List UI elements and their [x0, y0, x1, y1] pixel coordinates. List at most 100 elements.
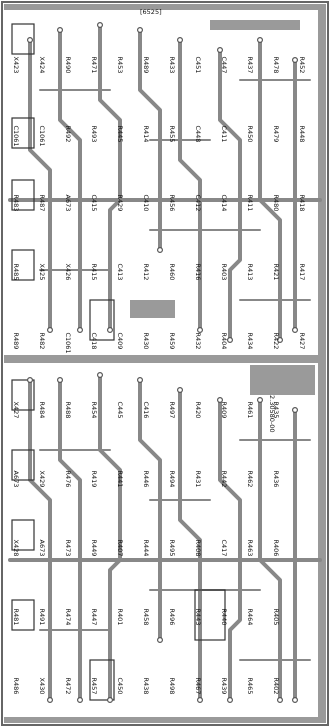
- component-ref-label: R433: [168, 57, 176, 74]
- component-ref-label: R472: [64, 678, 72, 695]
- component-ref-label: C447: [220, 57, 228, 74]
- component-ref-label: C415: [90, 195, 98, 212]
- component-ref-label: R421: [272, 264, 280, 281]
- component-ref-label: R431: [194, 471, 202, 488]
- component-ref-label: C413: [116, 264, 124, 281]
- component-ref-label: R412: [142, 264, 150, 281]
- component-ref-label: R415: [90, 264, 98, 281]
- component-ref-label: R442: [220, 471, 228, 488]
- component-ref-label: R488: [64, 402, 72, 419]
- component-ref-label: R452: [298, 57, 306, 74]
- component-ref-label: R435: [272, 402, 280, 419]
- component-ref-label: C411: [220, 126, 228, 143]
- component-ref-label: R405: [272, 609, 280, 626]
- component-ref-label: R436: [272, 471, 280, 488]
- component-ref-label: R401: [116, 609, 124, 626]
- component-ref-label: R459: [168, 333, 176, 350]
- component-ref-label: R481: [12, 609, 20, 626]
- component-ref-label: C416: [142, 402, 150, 419]
- component-ref-label: R450: [246, 126, 254, 143]
- component-ref-label: R486: [12, 678, 20, 695]
- component-ref-label: C412: [194, 195, 202, 212]
- component-ref-label: R414: [142, 126, 150, 143]
- component-ref-label: R460: [168, 264, 176, 281]
- component-ref-label: R419: [90, 471, 98, 488]
- component-ref-label: R494: [168, 471, 176, 488]
- component-ref-label: A673: [38, 540, 46, 557]
- component-ref-label: R480: [272, 195, 280, 212]
- component-ref-label: R447: [90, 609, 98, 626]
- component-ref-label: R497: [168, 402, 176, 419]
- component-ref-label: R427: [298, 333, 306, 350]
- component-ref-label: X427: [12, 402, 20, 419]
- component-ref-label: R440: [220, 609, 228, 626]
- component-ref-label: R465: [246, 678, 254, 695]
- component-ref-label: C1061: [64, 333, 72, 354]
- component-ref-label: R407: [116, 540, 124, 557]
- component-ref-label: R432: [194, 333, 202, 350]
- component-ref-label: A673: [12, 471, 20, 488]
- component-ref-label: C1061: [38, 126, 46, 147]
- component-ref-label: R429: [116, 195, 124, 212]
- board-code-top: [6525]: [140, 8, 162, 16]
- component-ref-label: R498: [168, 678, 176, 695]
- component-ref-label: R463: [246, 540, 254, 557]
- component-ref-label: R418: [298, 195, 306, 212]
- component-ref-label: R467: [194, 678, 202, 695]
- component-ref-label: R484: [38, 402, 46, 419]
- component-ref-label: R446: [142, 471, 150, 488]
- component-ref-label: R496: [168, 609, 176, 626]
- component-ref-label: R444: [142, 540, 150, 557]
- component-ref-label: C445: [116, 402, 124, 419]
- component-ref-label: R458: [142, 609, 150, 626]
- component-ref-label: C414: [220, 195, 228, 212]
- component-ref-label: R471: [90, 57, 98, 74]
- component-ref-label: R430: [142, 333, 150, 350]
- component-ref-label: R493: [90, 126, 98, 143]
- component-ref-label: R438: [142, 678, 150, 695]
- component-ref-label: X426: [64, 264, 72, 281]
- component-ref-label: C448: [194, 126, 202, 143]
- component-ref-label: R483: [12, 195, 20, 212]
- component-ref-label: X425: [38, 264, 46, 281]
- component-ref-label: R454: [90, 402, 98, 419]
- component-ref-label: R402: [272, 678, 280, 695]
- copper-traces: [8, 23, 322, 702]
- component-ref-label: R456: [168, 195, 176, 212]
- component-ref-label: R409: [220, 402, 228, 419]
- component-ref-label: R476: [64, 471, 72, 488]
- component-ref-label: R413: [246, 264, 254, 281]
- component-ref-label: X429: [38, 471, 46, 488]
- component-ref-label: C1061: [12, 126, 20, 147]
- component-ref-label: R449: [90, 540, 98, 557]
- component-ref-label: C409: [116, 333, 124, 350]
- ic-footprints: [11, 23, 226, 701]
- component-ref-label: R455: [168, 126, 176, 143]
- component-ref-label: R495: [168, 540, 176, 557]
- component-ref-label: X428: [12, 540, 20, 557]
- component-ref-label: R492: [64, 126, 72, 143]
- component-ref-label: C417: [220, 540, 228, 557]
- component-ref-label: R487: [38, 195, 46, 212]
- solder-pads: [27, 22, 299, 703]
- component-ref-label: R464: [246, 609, 254, 626]
- component-ref-label: R448: [298, 126, 306, 143]
- component-ref-label: R403: [220, 264, 228, 281]
- component-ref-label: R490: [64, 57, 72, 74]
- component-ref-label: R491: [38, 609, 46, 626]
- component-ref-label: R420: [194, 402, 202, 419]
- component-ref-label: R482: [38, 333, 46, 350]
- component-ref-label: R434: [246, 333, 254, 350]
- component-ref-label: R479: [272, 126, 280, 143]
- component-ref-label: R489: [142, 57, 150, 74]
- component-ref-label: R441: [116, 471, 124, 488]
- component-ref-label: R474: [64, 609, 72, 626]
- component-ref-label: R443: [194, 609, 202, 626]
- component-ref-label: C418: [90, 333, 98, 350]
- component-ref-label: R411: [246, 195, 254, 212]
- component-ref-label: X430: [38, 678, 46, 695]
- component-ref-label: C410: [142, 195, 150, 212]
- component-ref-label: R437: [246, 57, 254, 74]
